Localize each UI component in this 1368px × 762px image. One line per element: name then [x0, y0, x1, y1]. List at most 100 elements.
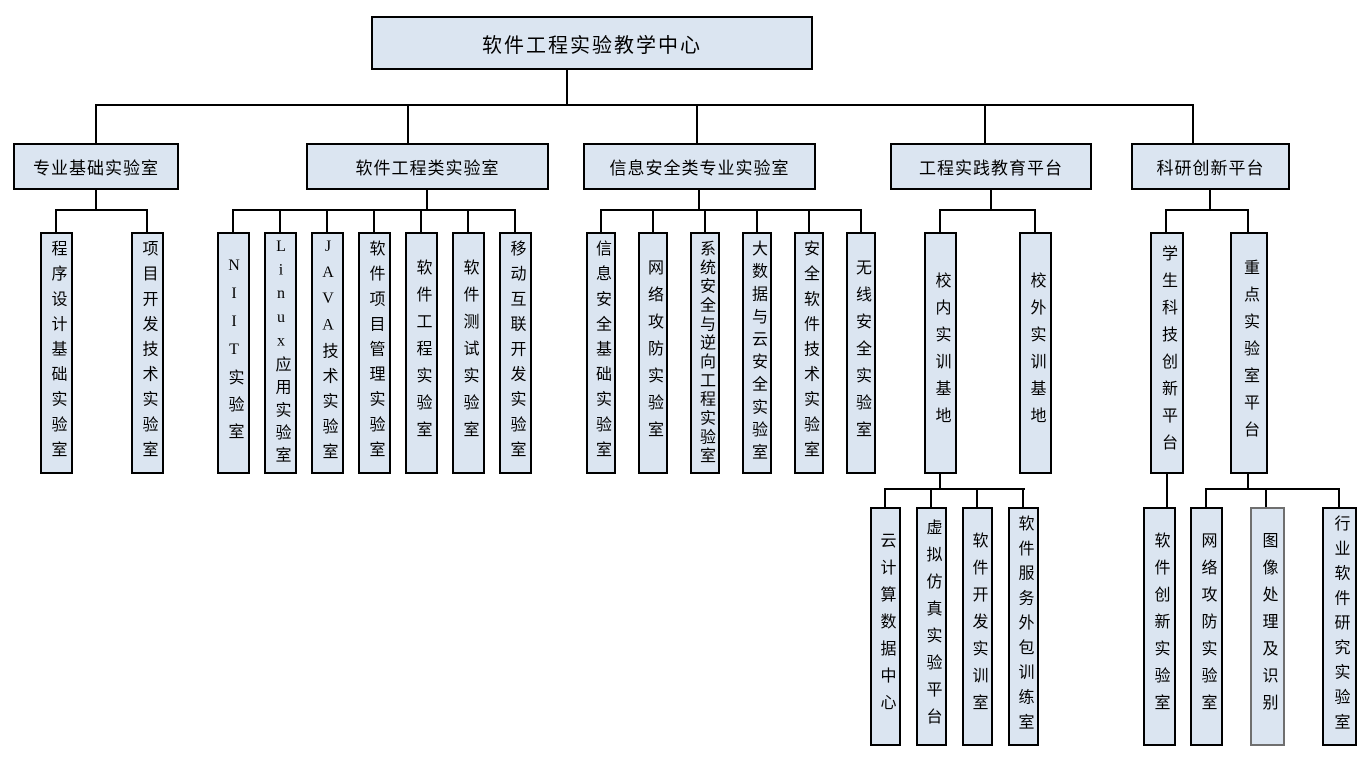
- connector-s5b-d2: [1338, 488, 1340, 507]
- connector-g5-d1: [1247, 209, 1249, 232]
- connector-g2-d3: [373, 209, 375, 232]
- leaf-program-design-basic-lab: 程序设计基础实验室: [40, 232, 73, 474]
- connector-g2-d0: [232, 209, 234, 232]
- connector-s4-rail: [884, 488, 1025, 490]
- leaf-label: 软件测试实验室: [460, 258, 478, 448]
- leaf-label: 软件服务外包训练室: [1015, 515, 1033, 738]
- connector-g3-rail: [600, 209, 862, 211]
- leaf-network-attack-defense-lab: 网络攻防实验室: [638, 232, 668, 474]
- leaf-info-security-basic-lab: 信息安全基础实验室: [586, 232, 616, 474]
- connector-g2-d2: [326, 209, 328, 232]
- leaf-label: 移动互联开发实验室: [507, 240, 525, 466]
- connector-g5-d0: [1165, 209, 1167, 232]
- leaf-security-software-tech-lab: 安全软件技术实验室: [794, 232, 824, 474]
- leaf-label: 安全软件技术实验室: [801, 240, 818, 466]
- connector-g5-up: [1209, 190, 1211, 210]
- leaf-label: 系统安全与逆向工程实验室: [697, 240, 714, 466]
- connector-g3-d4: [808, 209, 810, 232]
- leaf-software-innovation-lab: 软件创新实验室: [1143, 507, 1176, 746]
- node-off-campus-training-base: 校外实训基地: [1019, 232, 1052, 474]
- connector-drop-branch-4: [1192, 104, 1194, 143]
- connector-g4-d1: [1034, 209, 1036, 232]
- connector-g4-up: [990, 190, 992, 210]
- connector-drop-branch-0: [95, 104, 97, 143]
- leaf-label: 云计算数据中心: [877, 532, 895, 721]
- connector-s5b-d1: [1265, 488, 1267, 507]
- leaf-label: 软件工程实验室: [413, 258, 431, 448]
- leaf-label: 网络攻防实验室: [645, 258, 662, 448]
- connector-g3-d2: [704, 209, 706, 232]
- leaf-label: 无线安全实验室: [853, 258, 870, 448]
- leaf-label: 软件创新实验室: [1151, 532, 1169, 721]
- leaf-label: 虚拟仿真实验平台: [923, 518, 941, 735]
- root-node-label: 软件工程实验教学中心: [482, 34, 702, 57]
- branch-label: 信息安全类专业实验室: [609, 159, 790, 178]
- connector-s5b-d0: [1205, 488, 1207, 507]
- connector-g3-d0: [600, 209, 602, 232]
- connector-s4-d3: [1022, 488, 1024, 507]
- connector-s5b-rail: [1205, 488, 1340, 490]
- leaf-cloud-computing-data-center: 云计算数据中心: [870, 507, 901, 746]
- node-label: 校外实训基地: [1027, 272, 1045, 434]
- connector-g5-rail: [1165, 209, 1249, 211]
- connector-s4-up: [939, 474, 941, 489]
- node-label: 学生科技创新平台: [1159, 245, 1176, 461]
- leaf-industry-software-research-lab: 行业软件研究实验室: [1322, 507, 1357, 746]
- leaf-label: 大数据与云安全实验室: [749, 240, 766, 466]
- branch-label: 工程实践教育平台: [919, 159, 1063, 178]
- leaf-linux-application-lab: Linux应用实验室: [264, 232, 297, 474]
- connector-s4-d1: [930, 488, 932, 507]
- node-student-sci-tech-innovation-platform: 学生科技创新平台: [1150, 232, 1184, 474]
- leaf-label: 图像处理及识别: [1259, 532, 1277, 721]
- connector-drop-branch-1: [407, 104, 409, 143]
- connector-drop-branch-3: [984, 104, 986, 143]
- leaf-software-engineering-lab: 软件工程实验室: [405, 232, 438, 474]
- leaf-software-dev-training-room: 软件开发实训室: [962, 507, 993, 746]
- leaf-niit-lab: NIIT实验室: [217, 232, 250, 474]
- node-key-laboratory-platform: 重点实验室平台: [1230, 232, 1268, 474]
- leaf-software-testing-lab: 软件测试实验室: [452, 232, 485, 474]
- connector-g2-d6: [514, 209, 516, 232]
- branch-label: 科研创新平台: [1156, 159, 1265, 178]
- leaf-label: 软件项目管理实验室: [366, 240, 384, 466]
- leaf-label: 信息安全基础实验室: [593, 240, 610, 466]
- leaf-java-tech-lab: JAVA技术实验室: [311, 232, 344, 474]
- leaf-software-project-mgmt-lab: 软件项目管理实验室: [358, 232, 391, 474]
- root-node: 软件工程实验教学中心: [371, 16, 813, 70]
- connector-g2-d4: [420, 209, 422, 232]
- branch-software-engineering-labs: 软件工程类实验室: [306, 143, 549, 190]
- branch-research-innovation-platform: 科研创新平台: [1131, 143, 1290, 190]
- leaf-software-service-outsourcing-training-room: 软件服务外包训练室: [1008, 507, 1039, 746]
- leaf-label: 行业软件研究实验室: [1331, 515, 1349, 738]
- connector-g2-d5: [467, 209, 469, 232]
- leaf-label: 网络攻防实验室: [1198, 532, 1216, 721]
- connector-g1-d0: [55, 209, 57, 232]
- connector-g3-up: [698, 190, 700, 210]
- leaf-system-security-reverse-engineering-lab: 系统安全与逆向工程实验室: [690, 232, 720, 474]
- leaf-virtual-simulation-experiment-platform: 虚拟仿真实验平台: [916, 507, 947, 746]
- connector-s4-d2: [976, 488, 978, 507]
- leaf-label: NIIT实验室: [225, 256, 243, 450]
- leaf-label: Linux应用实验室: [272, 237, 290, 469]
- connector-g3-d5: [860, 209, 862, 232]
- leaf-label: 软件开发实训室: [969, 532, 987, 721]
- connector-s5b-up: [1247, 474, 1249, 489]
- leaf-network-attack-defense-lab-2: 网络攻防实验室: [1190, 507, 1223, 746]
- branch-label: 专业基础实验室: [33, 159, 159, 178]
- leaf-project-dev-tech-lab: 项目开发技术实验室: [131, 232, 164, 474]
- node-on-campus-training-base: 校内实训基地: [924, 232, 957, 474]
- node-label: 重点实验室平台: [1241, 258, 1258, 448]
- connector-g1-d1: [146, 209, 148, 232]
- connector-root-drop: [566, 70, 568, 106]
- branch-info-security-labs: 信息安全类专业实验室: [583, 143, 816, 190]
- connector-s4-d0: [884, 488, 886, 507]
- connector-s5a-line: [1166, 474, 1168, 507]
- leaf-wireless-security-lab: 无线安全实验室: [846, 232, 876, 474]
- connector-g2-d1: [279, 209, 281, 232]
- branch-label: 软件工程类实验室: [355, 159, 500, 178]
- node-label: 校内实训基地: [932, 272, 950, 434]
- connector-drop-branch-2: [696, 104, 698, 143]
- leaf-label: JAVA技术实验室: [319, 238, 337, 468]
- connector-main-rail: [95, 104, 1194, 106]
- branch-professional-basic-labs: 专业基础实验室: [13, 143, 179, 190]
